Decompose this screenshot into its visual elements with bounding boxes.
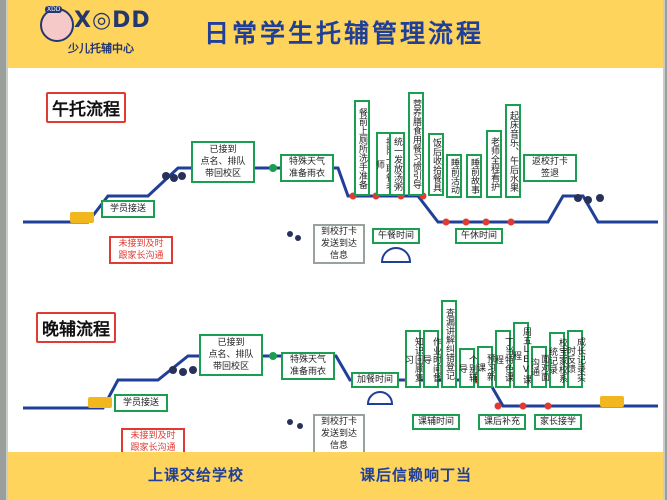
step-wash-before-meal: 餐前上厕所洗手准备 <box>354 100 370 196</box>
step-friday-course: 周五LEV课程 <box>511 322 531 388</box>
footer-slogan-left: 上课交给学校 <box>148 466 245 484</box>
step-snack-time: 加餐时间 <box>351 372 399 388</box>
step-knowledge-review: 知识回顾复习 <box>403 330 423 388</box>
step-student-pickup-evening: 学员接送 <box>114 394 168 412</box>
step-return-signout: 返校打卡 签退 <box>523 154 577 182</box>
page-title: 日常学生托辅管理流程 <box>204 19 485 48</box>
step-checkin-notify-evening: 到校打卡 发送到达 信息 <box>313 414 365 454</box>
step-nap-time: 午休时间 <box>455 228 503 244</box>
logo-brand: X◎DD <box>74 8 151 33</box>
step-tutoring-time: 课辅时间 <box>412 414 460 430</box>
step-bedtime-story: 睡前故事 <box>466 154 482 198</box>
step-wakeup-fruit: 起床音乐、午后水果 <box>505 104 521 198</box>
step-checkin-notify: 到校打卡 发送到达 信息 <box>313 224 365 264</box>
section-title-evening: 晚辅流程 <box>36 312 116 343</box>
step-rain-gear-evening: 特殊天气 准备雨衣 <box>281 352 335 380</box>
step-teacher-watch: 老师全程看护 <box>486 130 502 198</box>
logo-subtitle: 少儿托辅中心 <box>68 42 134 55</box>
note-missed-pickup: 未接到及时 跟家长沟通 <box>109 236 173 264</box>
step-school-system-record: 校宝家校系统记录 <box>547 332 567 388</box>
section-title-noon: 午托流程 <box>46 92 126 123</box>
step-individual-tutoring: 个别辅导 <box>457 348 477 388</box>
step-rain-gear: 特殊天气 准备雨衣 <box>280 154 334 182</box>
step-soup: 统一发放汤粥 <box>389 132 405 196</box>
logo-mascot-icon: XDD <box>40 6 74 42</box>
bus-icon <box>70 212 624 408</box>
step-error-check: 查漏讲解纠错登记 <box>441 300 457 388</box>
step-student-pickup: 学员接送 <box>101 200 155 218</box>
step-homework-supervision: 作业时间督导 <box>421 330 441 388</box>
step-growth-feedback: 成长记录实时反馈 <box>565 330 585 388</box>
footer-slogan-right: 课后信赖响丁当 <box>360 466 473 484</box>
logo-mini-text: XDD <box>45 6 63 13</box>
step-nutrition-guide: 营养膳食用餐习惯引导 <box>408 92 424 196</box>
step-after-class-supplement: 课后补充 <box>478 414 526 430</box>
flowchart-board: XDD X◎DD 少儿托辅中心 日常学生托辅管理流程 <box>6 0 665 500</box>
logo: XDD X◎DD 少儿托辅中心 <box>38 6 158 60</box>
step-face-to-face: 面对面沟通 <box>529 346 549 388</box>
step-clean-tableware: 饭后收拾餐具 <box>428 133 444 196</box>
step-special-course: 丁当特色课程 <box>493 330 513 388</box>
step-roll-call-evening: 已接到 点名、排队 带回校区 <box>199 334 263 376</box>
footer-band <box>8 452 663 500</box>
step-preview-lesson: 预习新课 <box>475 346 495 388</box>
step-roll-call: 已接到 点名、排队 带回校区 <box>191 141 255 183</box>
step-lunch-time: 午餐时间 <box>372 228 420 244</box>
step-nap-activity: 睡前活动 <box>446 154 462 198</box>
header-band <box>8 0 663 68</box>
step-parent-pickup: 家长接学 <box>534 414 582 430</box>
